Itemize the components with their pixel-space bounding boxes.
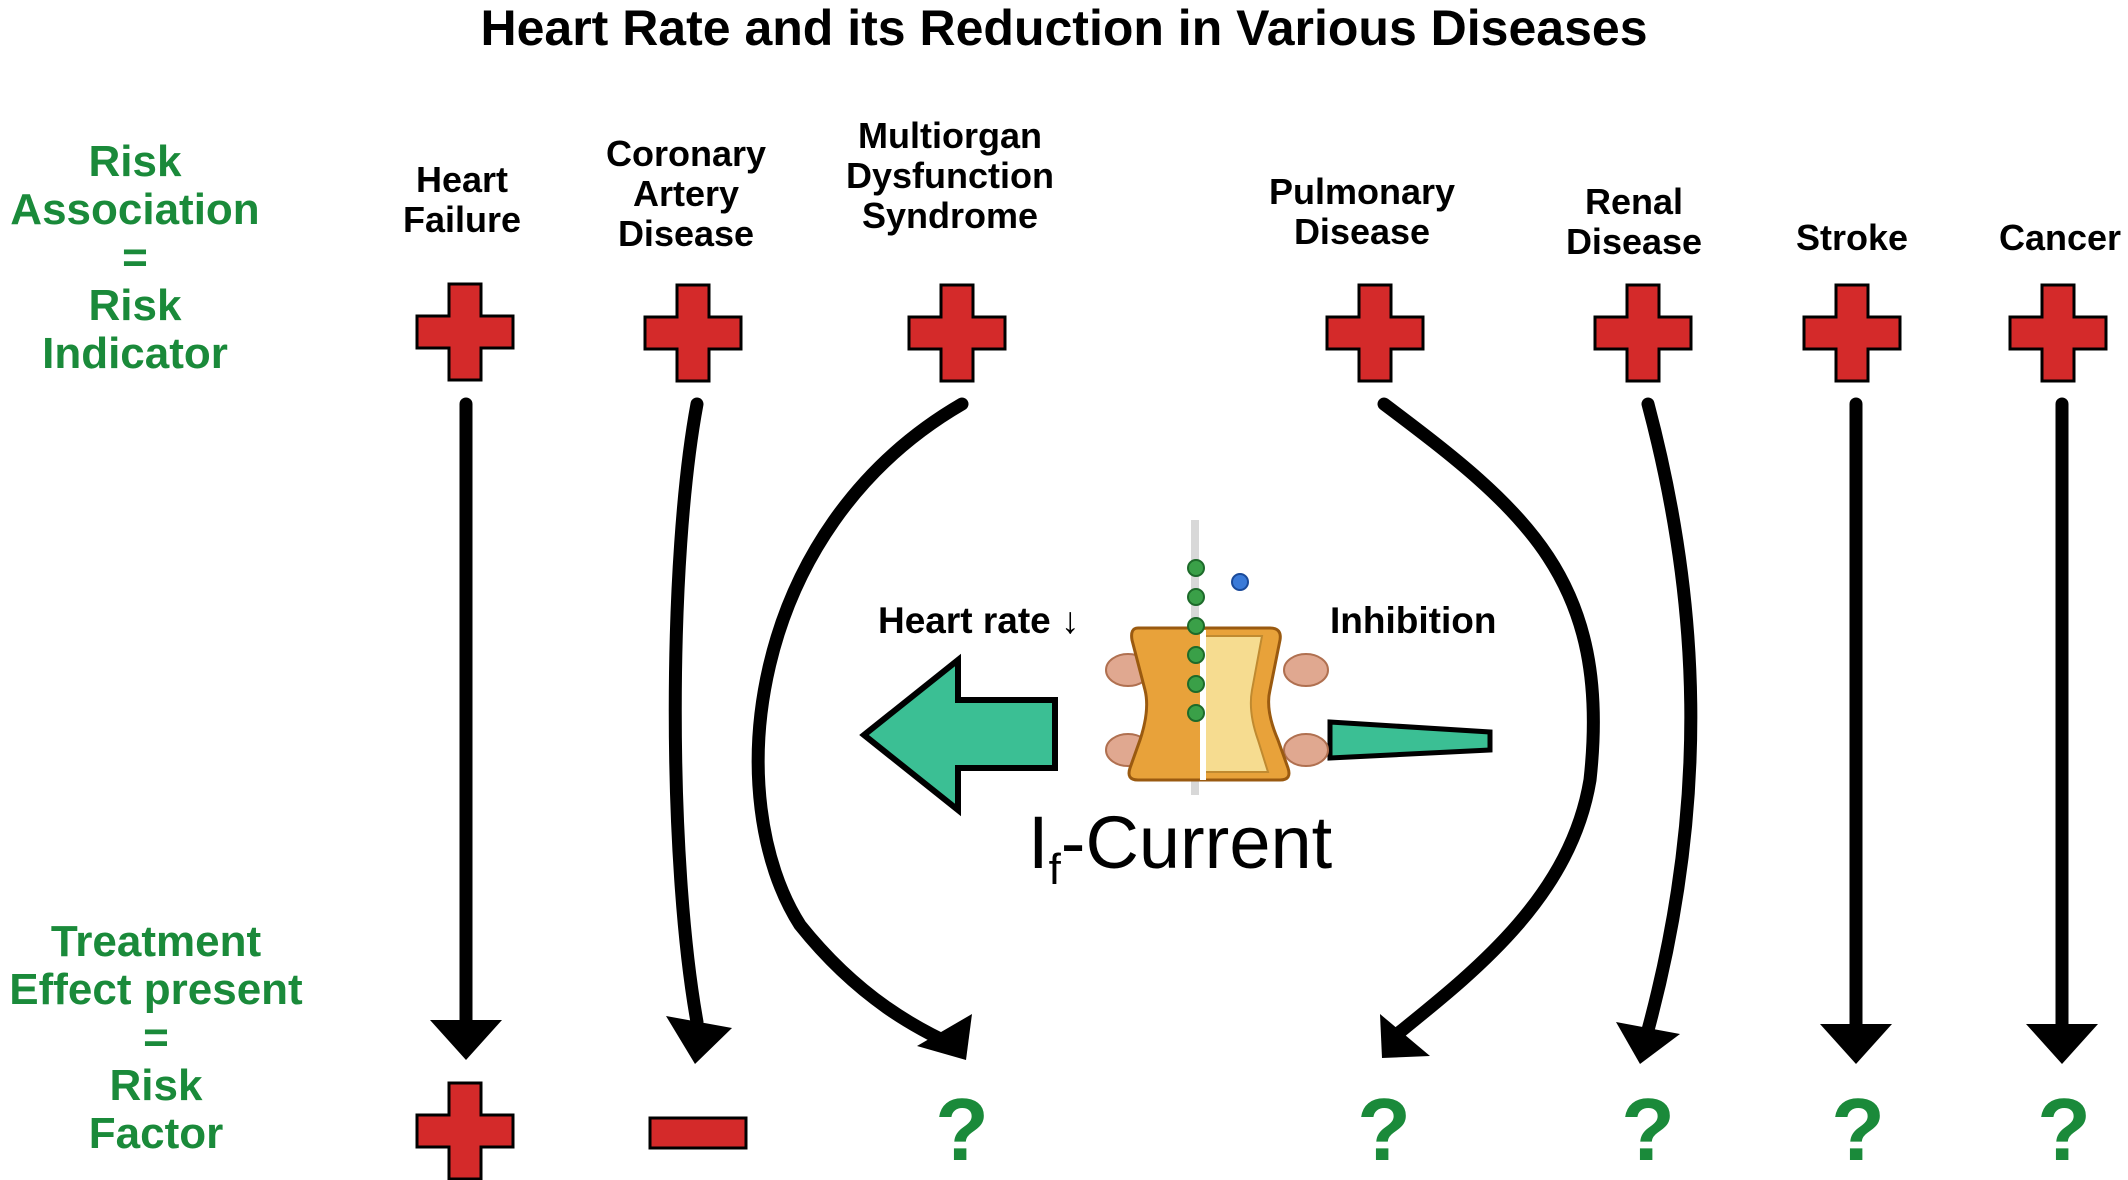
risk-plus-icon: [1325, 283, 1425, 383]
disease-renal: Renal Disease: [1504, 182, 1764, 262]
disease-label-line: Disease: [1293, 211, 1431, 252]
arrow-head: [917, 1014, 972, 1060]
disease-label-line: Cancer: [1998, 217, 2122, 258]
risk-plus-icon: [643, 283, 743, 383]
arrow-head: [2026, 1024, 2098, 1064]
disease-label-line: Renal: [1584, 181, 1684, 222]
side-label-line: Association: [10, 185, 260, 234]
side-label-line: Effect present: [9, 965, 303, 1014]
disease-coronary-artery: Coronary Artery Disease: [556, 134, 816, 254]
arrow-head: [430, 1020, 502, 1060]
side-label-line: =: [122, 233, 148, 282]
disease-label-line: Failure: [402, 199, 522, 240]
disease-pulmonary: Pulmonary Disease: [1232, 172, 1492, 252]
disease-label-line: Pulmonary: [1268, 171, 1456, 212]
disease-label-line: Artery: [632, 173, 740, 214]
risk-plus-icon: [1593, 283, 1693, 383]
disease-label-line: Dysfunction: [845, 155, 1054, 196]
question-mark-cancer: ?: [2037, 1080, 2091, 1179]
heart-rate-reduction-arrow: [859, 653, 1058, 817]
risk-factor-plus-icon: [415, 1081, 515, 1180]
arrow-head: [1820, 1024, 1892, 1064]
question-mark-pulmonary: ?: [1357, 1080, 1411, 1179]
arrow-multiorgan: [751, 397, 969, 1053]
heart-rate-label: Heart rate ↓: [878, 600, 1080, 641]
disease-label-line: Stroke: [1795, 217, 1909, 258]
risk-factor-minus-icon: [648, 1116, 748, 1150]
side-label-line: =: [143, 1013, 169, 1062]
disease-cancer: Cancer: [1930, 218, 2128, 258]
side-label-line: Indicator: [42, 329, 228, 378]
disease-label-line: Multiorgan: [858, 115, 1042, 156]
inhibition-label: Inhibition: [1330, 600, 1497, 641]
diagram-title: Heart Rate and its Reduction in Various …: [480, 0, 1648, 56]
arrow-pulmonary: [1377, 397, 1600, 1047]
current-subscript: f: [1048, 844, 1061, 894]
disease-stroke: Stroke: [1722, 218, 1982, 258]
risk-plus-icon: [2008, 283, 2108, 383]
arrow-renal: [1641, 397, 1698, 1037]
risk-plus-icon: [907, 283, 1007, 383]
question-mark-renal: ?: [1621, 1080, 1675, 1179]
risk-plus-icon: [1802, 283, 1902, 383]
side-label-risk-factor: Treatment Effect present = Risk Factor: [0, 918, 312, 1158]
side-label-line: Risk: [88, 281, 182, 330]
side-label-risk-indicator: Risk Association = Risk Indicator: [0, 138, 270, 378]
inhibition-wedge-icon: [1327, 719, 1493, 761]
if-current-label: If-Current: [1028, 800, 1332, 895]
disease-label-line: Disease: [617, 213, 755, 254]
risk-plus-icon: [415, 282, 515, 382]
disease-heart-failure: Heart Failure: [332, 160, 592, 240]
disease-label-line: Heart: [415, 159, 509, 200]
ion-channel-icon: [1105, 520, 1329, 795]
arrow-head: [1380, 1014, 1430, 1058]
side-label-line: Factor: [88, 1109, 224, 1158]
side-label-line: Risk: [88, 137, 182, 186]
arrow-head: [1616, 1022, 1680, 1064]
current-rest: -Current: [1060, 801, 1333, 884]
arrow-coronary: [668, 397, 704, 1029]
question-mark-multiorgan: ?: [935, 1080, 989, 1179]
side-label-line: Treatment: [50, 917, 262, 966]
side-label-line: Risk: [109, 1061, 203, 1110]
disease-multiorgan-dysfunction: Multiorgan Dysfunction Syndrome: [820, 116, 1080, 236]
disease-label-line: Coronary: [605, 133, 767, 174]
current-main: I: [1028, 801, 1049, 884]
question-mark-stroke: ?: [1831, 1080, 1885, 1179]
disease-label-line: Disease: [1565, 221, 1703, 262]
disease-label-line: Syndrome: [861, 195, 1039, 236]
arrow-head: [666, 1016, 732, 1064]
